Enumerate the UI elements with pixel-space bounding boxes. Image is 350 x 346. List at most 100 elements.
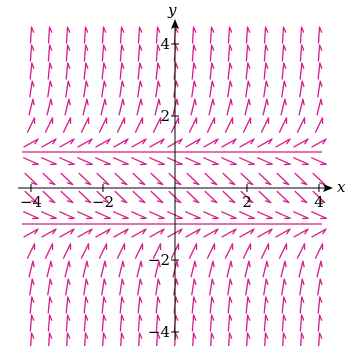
slope-arrow	[155, 314, 161, 332]
slope-arrow	[300, 332, 305, 346]
slope-arrow	[209, 80, 215, 98]
slope-arrow	[245, 314, 251, 332]
slope-arrow	[83, 26, 89, 44]
slope-arrow	[170, 243, 180, 259]
slope-arrow	[262, 98, 269, 116]
slope-arrow	[276, 190, 290, 204]
slope-arrow	[65, 62, 71, 80]
slope-arrow	[29, 278, 35, 296]
slope-arrow	[257, 211, 273, 220]
slope-arrow	[101, 26, 107, 44]
slope-arrow	[317, 44, 323, 62]
slope-arrow	[263, 44, 269, 62]
slope-arrow	[47, 278, 53, 296]
slope-arrow	[240, 190, 254, 204]
slope-arrow	[65, 26, 71, 44]
slope-arrow	[137, 44, 143, 62]
slope-arrow	[119, 62, 125, 80]
slope-arrow	[62, 117, 72, 133]
slope-arrow	[41, 157, 57, 166]
slope-arrow	[65, 314, 71, 332]
slope-arrow	[149, 211, 165, 220]
slope-arrow	[172, 260, 179, 278]
slope-arrow	[204, 172, 218, 186]
slope-arrow	[134, 243, 144, 259]
slope-arrow	[138, 332, 143, 346]
slope-arrow	[312, 190, 326, 204]
slope-arrow	[78, 172, 92, 186]
slope-arrow	[101, 314, 107, 332]
slope-arrow	[95, 211, 111, 220]
slope-arrow	[83, 278, 89, 296]
slope-arrow	[156, 332, 161, 346]
slope-arrow	[42, 190, 56, 204]
slope-arrow	[116, 117, 126, 133]
slope-arrow	[113, 138, 129, 148]
slope-arrow	[132, 190, 146, 204]
slope-arrow	[293, 138, 309, 148]
slope-arrow	[240, 172, 254, 186]
slope-arrow	[185, 211, 201, 220]
slope-arrow	[203, 157, 219, 166]
slope-arrow	[317, 62, 323, 80]
slope-arrow	[257, 228, 273, 238]
slope-arrow	[98, 243, 108, 259]
slope-arrow	[173, 80, 179, 98]
slope-arrow	[77, 228, 93, 238]
slope-arrow	[244, 98, 251, 116]
slope-arrow	[206, 243, 216, 259]
slope-arrow	[77, 138, 93, 148]
y-axis-label: y	[167, 1, 177, 19]
x-tick-label: −4	[20, 193, 42, 211]
slope-arrow	[258, 190, 272, 204]
slope-arrow	[98, 117, 108, 133]
slope-arrow	[281, 314, 287, 332]
slope-arrow	[41, 228, 57, 238]
slope-arrow	[312, 172, 326, 186]
slope-arrow	[314, 117, 324, 133]
slope-arrow	[59, 228, 75, 238]
slope-arrow	[185, 138, 201, 148]
slope-arrow	[191, 80, 197, 98]
slope-arrow	[60, 172, 74, 186]
slope-arrow	[242, 243, 252, 259]
slope-arrow	[60, 190, 74, 204]
slope-arrow	[293, 211, 309, 220]
slope-arrow	[227, 296, 233, 314]
slope-arrow	[47, 62, 53, 80]
slope-arrow	[29, 80, 35, 98]
slope-arrow	[222, 172, 236, 186]
slope-arrow	[149, 157, 165, 166]
slope-arrow	[244, 260, 251, 278]
slope-arrow	[150, 172, 164, 186]
slope-arrow	[155, 296, 161, 314]
slope-arrow	[119, 26, 125, 44]
slope-arrow	[239, 138, 255, 148]
slope-arrow	[82, 98, 89, 116]
slope-arrow	[167, 228, 183, 238]
slope-arrow	[245, 62, 251, 80]
slope-arrow	[296, 243, 306, 259]
slope-arrow	[299, 80, 305, 98]
slope-arrow	[245, 80, 251, 98]
x-tick-label: −2	[92, 193, 114, 211]
slope-arrow	[311, 228, 327, 238]
slope-arrow	[224, 243, 234, 259]
slope-arrow	[191, 296, 197, 314]
slope-arrow	[168, 190, 182, 204]
slope-arrow	[101, 44, 107, 62]
slope-arrow	[82, 260, 89, 278]
slope-arrow	[203, 211, 219, 220]
slope-arrow	[263, 278, 269, 296]
y-tick-label: 2	[160, 107, 170, 125]
slope-arrow	[239, 211, 255, 220]
slope-arrow	[131, 138, 147, 148]
slope-arrow	[137, 314, 143, 332]
slope-arrow	[299, 44, 305, 62]
slope-arrow	[152, 117, 162, 133]
slope-arrow	[23, 211, 39, 220]
slope-arrow	[275, 138, 291, 148]
slope-arrow	[278, 243, 288, 259]
slope-arrow	[119, 80, 125, 98]
slope-arrow	[102, 332, 107, 346]
